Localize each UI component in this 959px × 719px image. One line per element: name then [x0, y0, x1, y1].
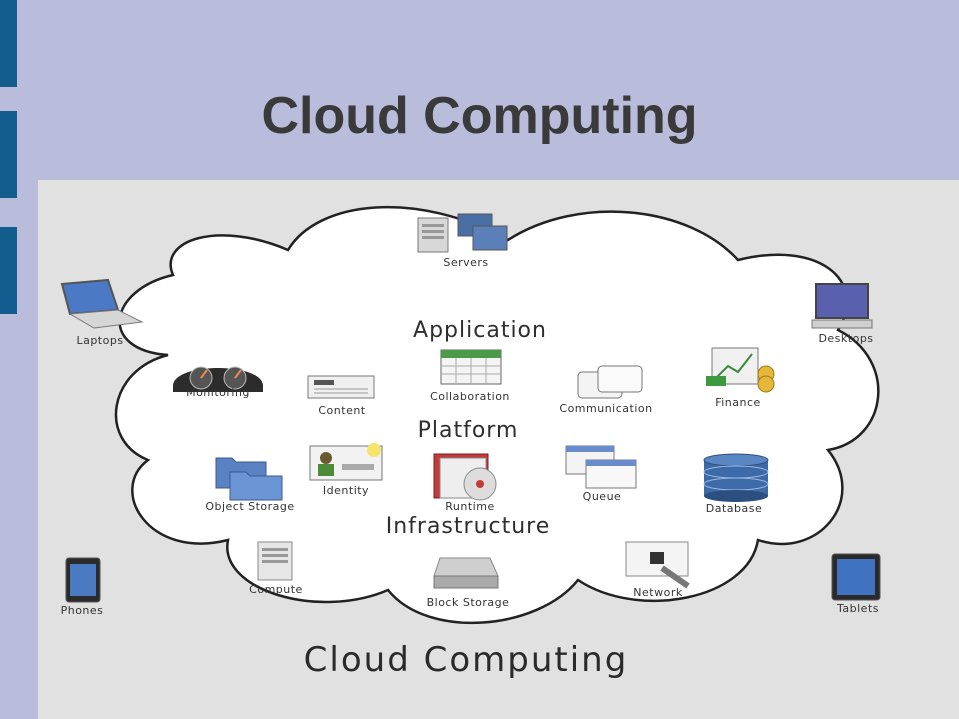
communication-label: Communication [559, 402, 653, 415]
runtime-label: Runtime [445, 500, 495, 513]
infrastructure-layer-label: Infrastructure [385, 514, 551, 539]
accent-bar [0, 111, 17, 198]
phones-label: Phones [60, 604, 104, 617]
desktops-icon [811, 283, 873, 329]
laptops-icon [60, 278, 144, 329]
object-storage-icon [215, 457, 283, 501]
database-label: Database [705, 502, 763, 515]
servers-label: Servers [443, 256, 489, 269]
queue-icon [565, 445, 637, 489]
application-layer-label: Application [413, 318, 547, 343]
phones-icon [65, 557, 101, 603]
queue-label: Queue [582, 490, 622, 503]
database-icon [703, 453, 769, 502]
runtime-icon [433, 453, 497, 501]
network-icon [625, 541, 690, 589]
content-icon [307, 375, 375, 399]
accent-bar [0, 0, 17, 87]
network-label: Network [633, 586, 683, 599]
servers-icon [417, 213, 508, 253]
tablets-label: Tablets [837, 602, 879, 615]
compute-label: Compute [249, 583, 303, 596]
accent-bar [0, 227, 17, 314]
monitoring-icon [173, 366, 263, 392]
finance-label: Finance [715, 396, 761, 409]
identity-icon [309, 443, 383, 481]
desktops-label: Desktops [818, 332, 874, 345]
tablets-icon [831, 553, 881, 601]
collaboration-label: Collaboration [430, 390, 510, 403]
block-storage-icon [433, 557, 499, 589]
block-storage-label: Block Storage [426, 596, 510, 609]
diagram-footer-title: Cloud Computing [303, 640, 629, 680]
monitoring-label: Monitoring [186, 386, 250, 399]
content-label: Content [318, 404, 366, 417]
laptops-label: Laptops [76, 334, 124, 347]
identity-label: Identity [322, 484, 370, 497]
platform-layer-label: Platform [417, 418, 519, 443]
communication-icon [577, 365, 643, 399]
diagram-panel: Servers Laptops Desktops Phones Tablets … [38, 180, 959, 719]
object-storage-label: Object Storage [205, 500, 295, 513]
collaboration-icon [440, 349, 502, 385]
compute-icon [257, 541, 293, 581]
cloud-diagram-svg [60, 205, 881, 625]
finance-icon [706, 347, 775, 393]
cloud-shape [114, 205, 880, 625]
slide-title: Cloud Computing [261, 87, 698, 145]
